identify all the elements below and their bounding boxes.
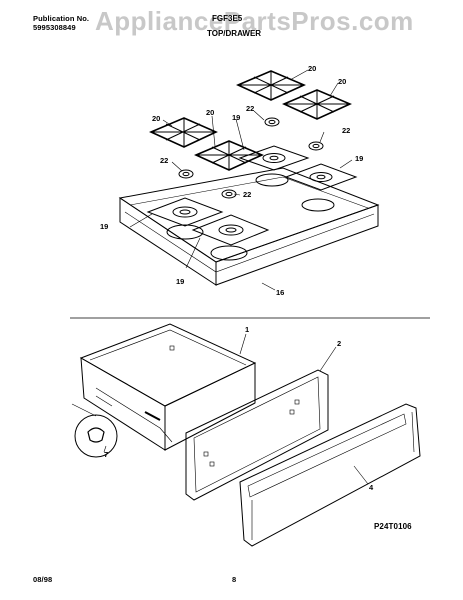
- callout-grate: 20: [308, 64, 317, 73]
- callout-drawer: 1: [245, 325, 250, 334]
- callout-handle: 4: [369, 483, 374, 492]
- publication-label: Publication No.: [33, 14, 90, 23]
- callout-roller: 7: [104, 450, 109, 459]
- publication-number: 5995308849: [33, 23, 76, 32]
- drawer-handle-panel: [239, 403, 421, 547]
- callout-drawer-panel: 2: [337, 339, 342, 348]
- leader-lines-top: [129, 69, 353, 291]
- section-title: TOP/DRAWER: [207, 29, 262, 38]
- cooktop-top-part: [118, 167, 380, 286]
- callout-grate: 20: [206, 108, 215, 117]
- callout-burner-cap: 22: [160, 156, 169, 165]
- drawer-part: [79, 323, 257, 451]
- burner-plate-rear-right: [284, 163, 358, 191]
- watermark-text: AppliancePartsPros.com: [95, 6, 414, 36]
- leader-lines-bottom: [103, 333, 369, 485]
- diagram-code: P24T0106: [374, 522, 412, 531]
- callout-burner-plate: 19: [100, 222, 109, 231]
- footer-date: 08/98: [33, 575, 53, 584]
- burner-plate-front-left: [146, 197, 224, 227]
- callout-cooktop: 16: [276, 288, 285, 297]
- grate-center: [194, 140, 264, 171]
- callout-burner-cap: 22: [342, 126, 351, 135]
- page-number: 8: [232, 575, 237, 584]
- grate-rear-left: [236, 70, 306, 101]
- callout-burner-plate: 19: [176, 277, 185, 286]
- model-number: FGF3E5: [212, 14, 243, 23]
- grate-left: [149, 117, 218, 148]
- callout-grate: 20: [152, 114, 161, 123]
- grate-rear-right: [282, 89, 352, 120]
- callout-grate: 20: [338, 77, 347, 86]
- burner-plate-rear-left: [238, 145, 310, 171]
- callout-burner-cap: 22: [246, 104, 255, 113]
- callout-burner-cap: 22: [243, 190, 252, 199]
- drawer-roller-detail: [71, 395, 118, 458]
- burner-plate-front-right: [191, 214, 270, 246]
- drawer-front-panel: [185, 369, 329, 501]
- callout-burner-plate: 19: [355, 154, 364, 163]
- callout-burner-plate: 19: [232, 113, 241, 122]
- burner-caps: [178, 117, 324, 199]
